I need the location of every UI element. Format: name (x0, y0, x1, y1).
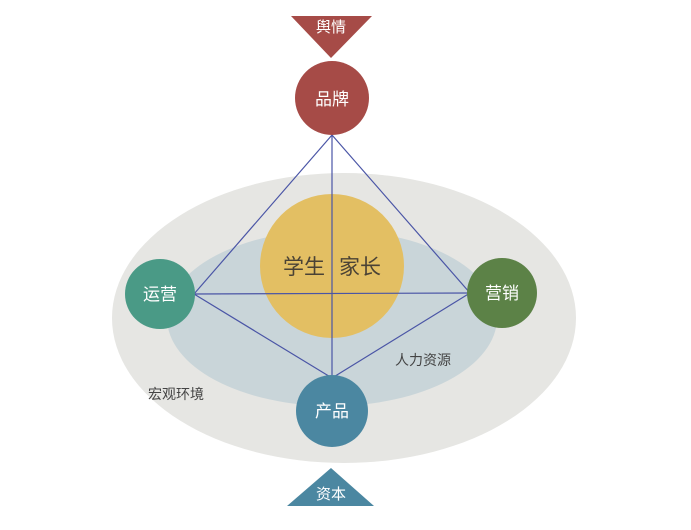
line-brand-operations (193, 134, 333, 295)
inner-zone-label: 人力资源 (395, 353, 451, 369)
bottom-banner-triangle (287, 468, 374, 506)
node-marketing: 营销 (467, 258, 537, 328)
center-label-students: 学生 (283, 255, 325, 279)
node-operations: 运营 (125, 259, 195, 329)
line-marketing-product (331, 292, 471, 379)
product-label: 产品 (315, 402, 349, 422)
line-operations-marketing (193, 292, 471, 295)
line-brand-marketing (331, 134, 471, 294)
brand-circle (295, 61, 369, 135)
operations-label: 运营 (143, 285, 177, 305)
top-banner-triangle (291, 16, 372, 58)
brand-label: 品牌 (315, 90, 349, 110)
marketing-circle (467, 258, 537, 328)
node-brand: 品牌 (295, 61, 369, 135)
center-label-parents: 家长 (339, 255, 381, 279)
connector-lines (193, 134, 471, 379)
marketing-label: 营销 (485, 284, 519, 304)
top-banner-label: 舆情 (316, 18, 346, 36)
outer-zone-label: 宏观环境 (148, 387, 204, 403)
node-product: 产品 (296, 375, 368, 447)
bottom-banner-label: 资本 (316, 485, 346, 503)
product-circle (296, 375, 368, 447)
operations-circle (125, 259, 195, 329)
line-operations-product (193, 293, 333, 379)
